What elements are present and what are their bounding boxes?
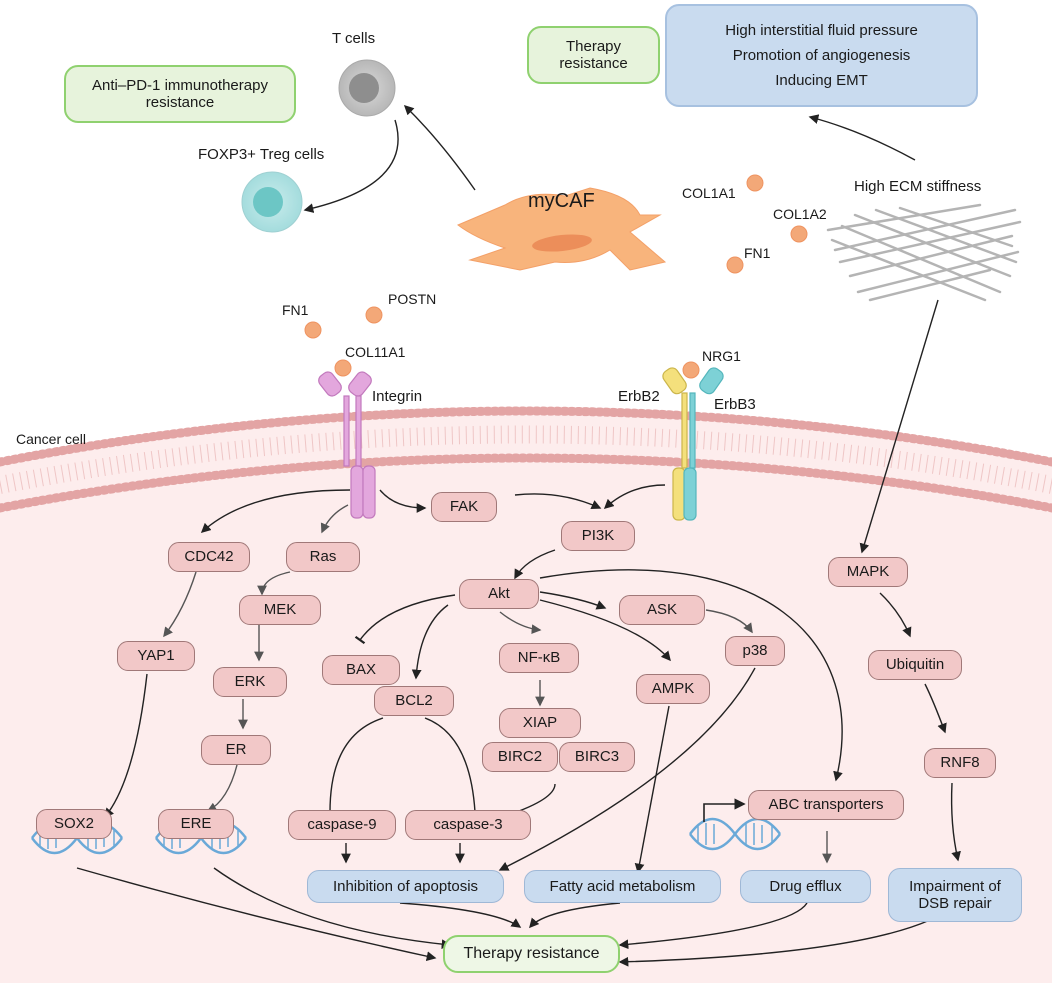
high-ecm-stiffness-label: High ECM stiffness (854, 178, 982, 195)
cell-membrane-inner (0, 453, 1052, 513)
ecm-effect-emt: Inducing EMT (775, 72, 868, 89)
postn-label: POSTN (388, 291, 437, 307)
dna-promoter-arrow (703, 798, 746, 822)
ras-node: Ras (286, 542, 360, 572)
mycaf-icon (457, 187, 667, 271)
fn1-label: FN1 (282, 302, 309, 318)
yap1-node: YAP1 (117, 641, 195, 671)
bax-node: BAX (322, 655, 400, 685)
treg-cells-label: FOXP3+ Treg cells (198, 146, 325, 163)
erbb2-receptor-icon (662, 367, 688, 521)
rnf8-node: RNF8 (924, 748, 996, 778)
xiap-node: XIAP (499, 708, 581, 738)
cdc42-node: CDC42 (168, 542, 250, 572)
fak-node: FAK (431, 492, 497, 522)
ecm-fiber-icon (826, 203, 1022, 302)
caspase-9-node: caspase-9 (288, 810, 396, 840)
er-node: ER (201, 735, 271, 765)
erbb3-label: ErbB3 (714, 396, 756, 413)
ecm-effects-box: High interstitial fluid pressure Promoti… (665, 4, 978, 107)
birc3-node: BIRC3 (559, 742, 635, 772)
p38-node: p38 (725, 636, 785, 666)
erbb3-receptor-icon (683, 367, 724, 521)
ecm-effect-angiogenesis: Promotion of angiogenesis (732, 47, 911, 64)
abc-transporters-node: ABC transporters (748, 790, 904, 820)
akt-node: Akt (459, 579, 539, 609)
integrin-label: Integrin (372, 388, 423, 405)
ampk-node: AMPK (636, 674, 710, 704)
therapy-resistance-top-box: Therapy resistance (527, 26, 660, 84)
ecm-effect-pressure: High interstitial fluid pressure (725, 22, 918, 39)
ubiquitin-node: Ubiquitin (868, 650, 962, 680)
t-cells-label: T cells (332, 30, 376, 47)
col11a1-label: COL11A1 (345, 344, 406, 360)
cell-membrane-outer (0, 406, 1052, 467)
drug-efflux-box: Drug efflux (740, 870, 871, 903)
impairment-dsb-repair-box: Impairment of DSB repair (888, 868, 1022, 922)
birc2-node: BIRC2 (482, 742, 558, 772)
nrg1-label: NRG1 (702, 348, 741, 364)
cancer-cell-body (0, 406, 1052, 983)
col1a2-label: COL1A2 (773, 206, 827, 222)
t-cell-icon (338, 59, 396, 117)
col1a1-label: COL1A1 (682, 185, 736, 201)
treg-cell-icon (241, 171, 303, 233)
pathway-arrows (76, 104, 961, 967)
ask-node: ASK (619, 595, 705, 625)
fn1-right-label: FN1 (744, 245, 771, 261)
integrin-receptor-icon (318, 371, 376, 519)
sox2-node: SOX2 (36, 809, 112, 839)
mycaf-label: myCAF (528, 190, 595, 212)
therapy-resistance-box: Therapy resistance (443, 935, 620, 973)
pi3k-node: PI3K (561, 521, 635, 551)
inhibition-of-apoptosis-box: Inhibition of apoptosis (307, 870, 504, 903)
cancer-cell-label: Cancer cell (16, 431, 87, 447)
anti-pd1-resistance-box: Anti–PD-1 immunotherapy resistance (64, 65, 296, 123)
caspase-3-node: caspase-3 (405, 810, 531, 840)
ere-node: ERE (158, 809, 234, 839)
mapk-node: MAPK (828, 557, 908, 587)
fatty-acid-metabolism-box: Fatty acid metabolism (524, 870, 721, 903)
erbb2-label: ErbB2 (618, 388, 660, 405)
nfkb-node: NF-κB (499, 643, 579, 673)
erk-node: ERK (213, 667, 287, 697)
bcl2-node: BCL2 (374, 686, 454, 716)
mek-node: MEK (239, 595, 321, 625)
ligand-dots (304, 174, 808, 379)
